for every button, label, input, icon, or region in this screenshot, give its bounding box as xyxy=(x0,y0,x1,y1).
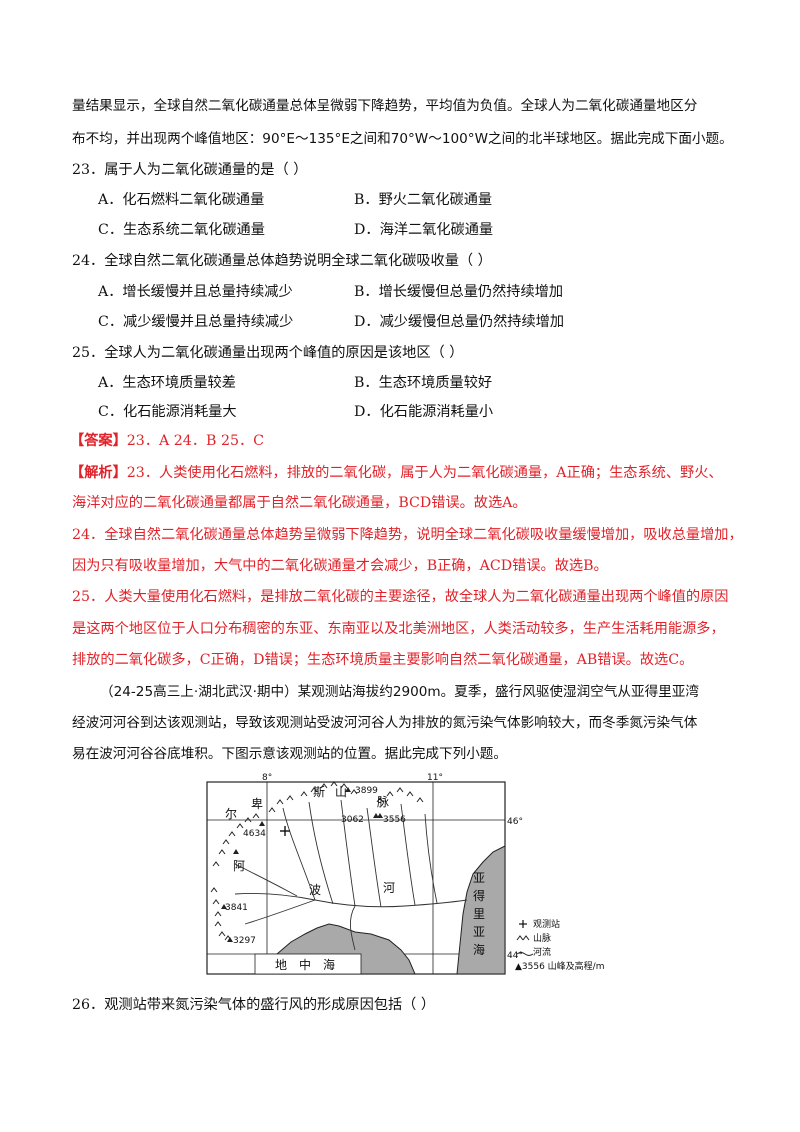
question-23-stem: 23．属于人为二氧化碳通量的是（ ） xyxy=(72,162,308,178)
rivers xyxy=(234,799,468,951)
legend-mountain-label: 山脉 xyxy=(533,932,551,944)
analysis-line-5: 25．人类大量使用化石燃料，是排放二氧化碳的主要途径，故全球人为二氧化碳通量出现… xyxy=(72,589,729,605)
peak-label-3899: 3899 xyxy=(355,786,378,796)
peak-3062-marker xyxy=(373,813,379,818)
analysis-line-4: 因为只有吸收量增加，大气中的二氧化碳通量才会减少，B正确，ACD错误。故选B。 xyxy=(72,558,608,574)
question-24-option-c: C．减少缓慢并且总量持续减少 xyxy=(98,314,294,330)
label-er: 尔 xyxy=(225,806,237,821)
label-hai-med: 海 xyxy=(323,957,335,972)
question-23-option-a: A．化石燃料二氧化碳通量 xyxy=(98,192,265,208)
label-bo: 波 xyxy=(309,883,321,897)
peak-extra-marker xyxy=(233,849,239,854)
label-mai: 脉 xyxy=(377,794,389,809)
label-de: 得 xyxy=(473,888,485,903)
label-ya2: 亚 xyxy=(473,925,485,939)
label-shan: 山 xyxy=(335,785,347,799)
question-25-option-b: B．生态环境质量较好 xyxy=(354,375,493,391)
peak-label-3841: 3841 xyxy=(225,903,248,913)
analysis-line-3: 24．全球自然二氧化碳通量总体趋势呈微弱下降趋势，说明全球二氧化碳吸收量缓慢增加… xyxy=(72,527,743,543)
analysis-text-1: 23．人类使用化石燃料，排放的二氧化碳，属于人为二氧化碳通量，A正确；生态系统、… xyxy=(126,465,723,481)
analysis-line-7: 排放的二氧化碳多，C正确，D错误；生态环境质量主要影响自然二氧化碳通量，AB错误… xyxy=(72,652,694,668)
observation-station-map: 8° 11° 46° 44° 3899 3062 3556 4634 3841 … xyxy=(206,773,605,975)
label-li: 里 xyxy=(473,907,485,921)
peak-label-3062: 3062 xyxy=(341,815,364,825)
mountain-ranges xyxy=(210,781,424,941)
peak-3556-marker xyxy=(377,813,383,818)
peak-label-4634: 4634 xyxy=(243,829,266,839)
peak-markers xyxy=(221,787,383,942)
mediterranean-label-box xyxy=(254,953,362,975)
question-23-option-d: D．海洋二氧化碳通量 xyxy=(354,222,494,238)
analysis-tag: 【解析】 xyxy=(70,465,127,481)
map-legend: 观测站 山脉 河流 ▲3556 山峰及高程/m xyxy=(515,918,605,972)
question-25-option-a: A．生态环境质量较差 xyxy=(98,375,236,391)
question-23-option-b: B．野火二氧化碳通量 xyxy=(354,192,493,208)
peak-label-3297: 3297 xyxy=(233,936,256,946)
question-25-option-d: D．化石能源消耗量小 xyxy=(354,404,494,420)
label-he: 河 xyxy=(383,881,395,895)
analysis-line-2: 海洋对应的二氧化碳通量都属于自然二氧化碳通量，BCD错误。故选A。 xyxy=(72,495,527,511)
observation-station-icon xyxy=(280,826,290,836)
passage-line-2: 经波河河谷到达该观测站，导致该观测站受波河河谷人为排放的氮污染气体影响较大，而冬… xyxy=(72,715,698,731)
question-24-stem: 24．全球自然二氧化碳通量总体趋势说明全球二氧化碳吸收量（ ） xyxy=(72,253,492,269)
label-a: 阿 xyxy=(233,859,245,873)
peak-4634-marker xyxy=(259,821,265,826)
label-hai-adriatic: 海 xyxy=(473,942,485,957)
peak-3841-marker xyxy=(221,904,227,909)
adriatic-sea xyxy=(456,845,506,975)
label-bei: 卑 xyxy=(251,796,263,811)
question-25-stem: 25．全球人为二氧化碳通量出现两个峰值的原因是该地区（ ） xyxy=(72,345,464,361)
question-24-option-b: B．增长缓慢但总量仍然持续增加 xyxy=(354,284,564,300)
lon-label-11: 11° xyxy=(427,773,443,783)
label-di: 地 xyxy=(275,958,287,972)
answer-tag: 【答案】 xyxy=(70,433,127,449)
legend-mountain-icon xyxy=(516,935,530,941)
passage-line-1: （24-25高三上·湖北武汉·期中）某观测站海拔约2900m。夏季，盛行风驱使湿… xyxy=(100,684,699,700)
lat-label-44: 44° xyxy=(507,951,523,961)
analysis-line-1: 【解析】23．人类使用化石燃料，排放的二氧化碳，属于人为二氧化碳通量，A正确；生… xyxy=(70,462,740,484)
lon-label-8: 8° xyxy=(262,773,272,783)
legend-river-label: 河流 xyxy=(533,946,551,958)
region-labels: 阿 尔 卑 斯 山 脉 波 河 亚 得 里 亚 海 地 中 海 xyxy=(225,785,485,972)
legend-river-icon xyxy=(516,952,534,956)
label-si: 斯 xyxy=(313,785,325,799)
question-24-option-d: D．减少缓慢但总量仍然持续增加 xyxy=(354,314,565,330)
question-23-option-c: C．生态系统二氧化碳通量 xyxy=(98,222,265,238)
question-26-stem: 26．观测站带来氮污染气体的盛行风的形成原因包括（ ） xyxy=(72,997,436,1013)
question-24-option-a: A．增长缓慢并且总量持续减少 xyxy=(98,284,293,300)
peak-label-3556: 3556 xyxy=(383,815,406,825)
peak-3297-marker xyxy=(227,937,233,942)
lat-label-46: 46° xyxy=(507,817,523,827)
analysis-line-6: 是这两个地区位于人口分布稠密的东亚、东南亚以及北美洲地区，人类活动较多，生产生活… xyxy=(72,621,725,637)
answer-line: 【答案】23．A 24．B 25．C xyxy=(70,430,740,452)
label-zhong: 中 xyxy=(299,957,311,972)
question-25-option-c: C．化石能源消耗量大 xyxy=(98,404,237,420)
passage-line-3: 易在波河河谷谷底堆积。下图示意该观测站的位置。据此完成下列小题。 xyxy=(72,746,507,762)
label-ya1: 亚 xyxy=(473,871,485,885)
answer-text: 23．A 24．B 25．C xyxy=(126,433,265,449)
legend-station-icon xyxy=(519,920,527,928)
legend-station-label: 观测站 xyxy=(533,918,560,930)
map-labels: 8° 11° 46° 44° 3899 3062 3556 4634 3841 … xyxy=(225,773,523,961)
peak-3899-marker xyxy=(345,787,351,792)
legend-peak-label: ▲3556 山峰及高程/m xyxy=(515,960,605,972)
intro-line-1: 量结果显示，全球自然二氧化碳通量总体呈微弱下降趋势，平均值为负值。全球人为二氧化… xyxy=(72,98,698,114)
intro-line-2: 布不均，并出现两个峰值地区：90°E～135°E之间和70°W～100°W之间的… xyxy=(72,131,733,147)
